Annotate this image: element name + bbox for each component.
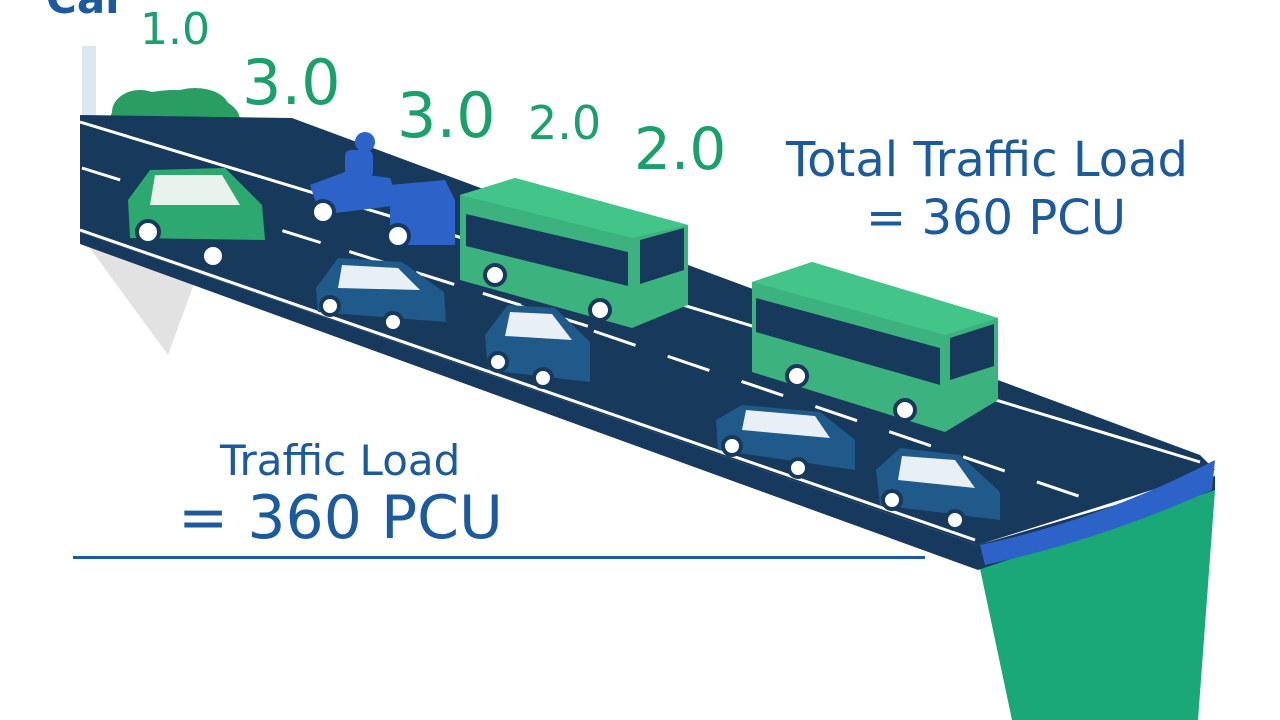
total-load-title: Total Traffic Load <box>786 132 1188 188</box>
road-end-cap <box>980 460 1215 565</box>
traffic-load-value: = 360 PCU <box>178 483 503 553</box>
car-icon <box>316 258 446 333</box>
pcu-factor-label: 2.0 <box>634 115 727 183</box>
total-load-value: = 360 PCU <box>866 190 1126 246</box>
pcu-factor-label: 2.0 <box>528 96 602 150</box>
scooter-icon <box>310 132 400 225</box>
truck-icon <box>385 180 455 249</box>
pcu-factor-label: 3.0 <box>242 46 341 119</box>
car-icon <box>876 448 1000 531</box>
car-icon <box>128 168 265 269</box>
bus-icon <box>752 262 998 432</box>
road-surface <box>80 115 1215 545</box>
car-label: Car <box>46 0 126 20</box>
traffic-load-title: Traffic Load <box>220 436 461 485</box>
pcu-factor-label: 3.0 <box>397 79 496 152</box>
car-icon <box>485 305 590 389</box>
car-icon <box>716 405 855 479</box>
bus-icon <box>460 178 688 328</box>
pcu-factor-label: 1.0 <box>140 4 210 55</box>
baseline-divider <box>73 556 925 559</box>
post-shape <box>82 46 96 118</box>
